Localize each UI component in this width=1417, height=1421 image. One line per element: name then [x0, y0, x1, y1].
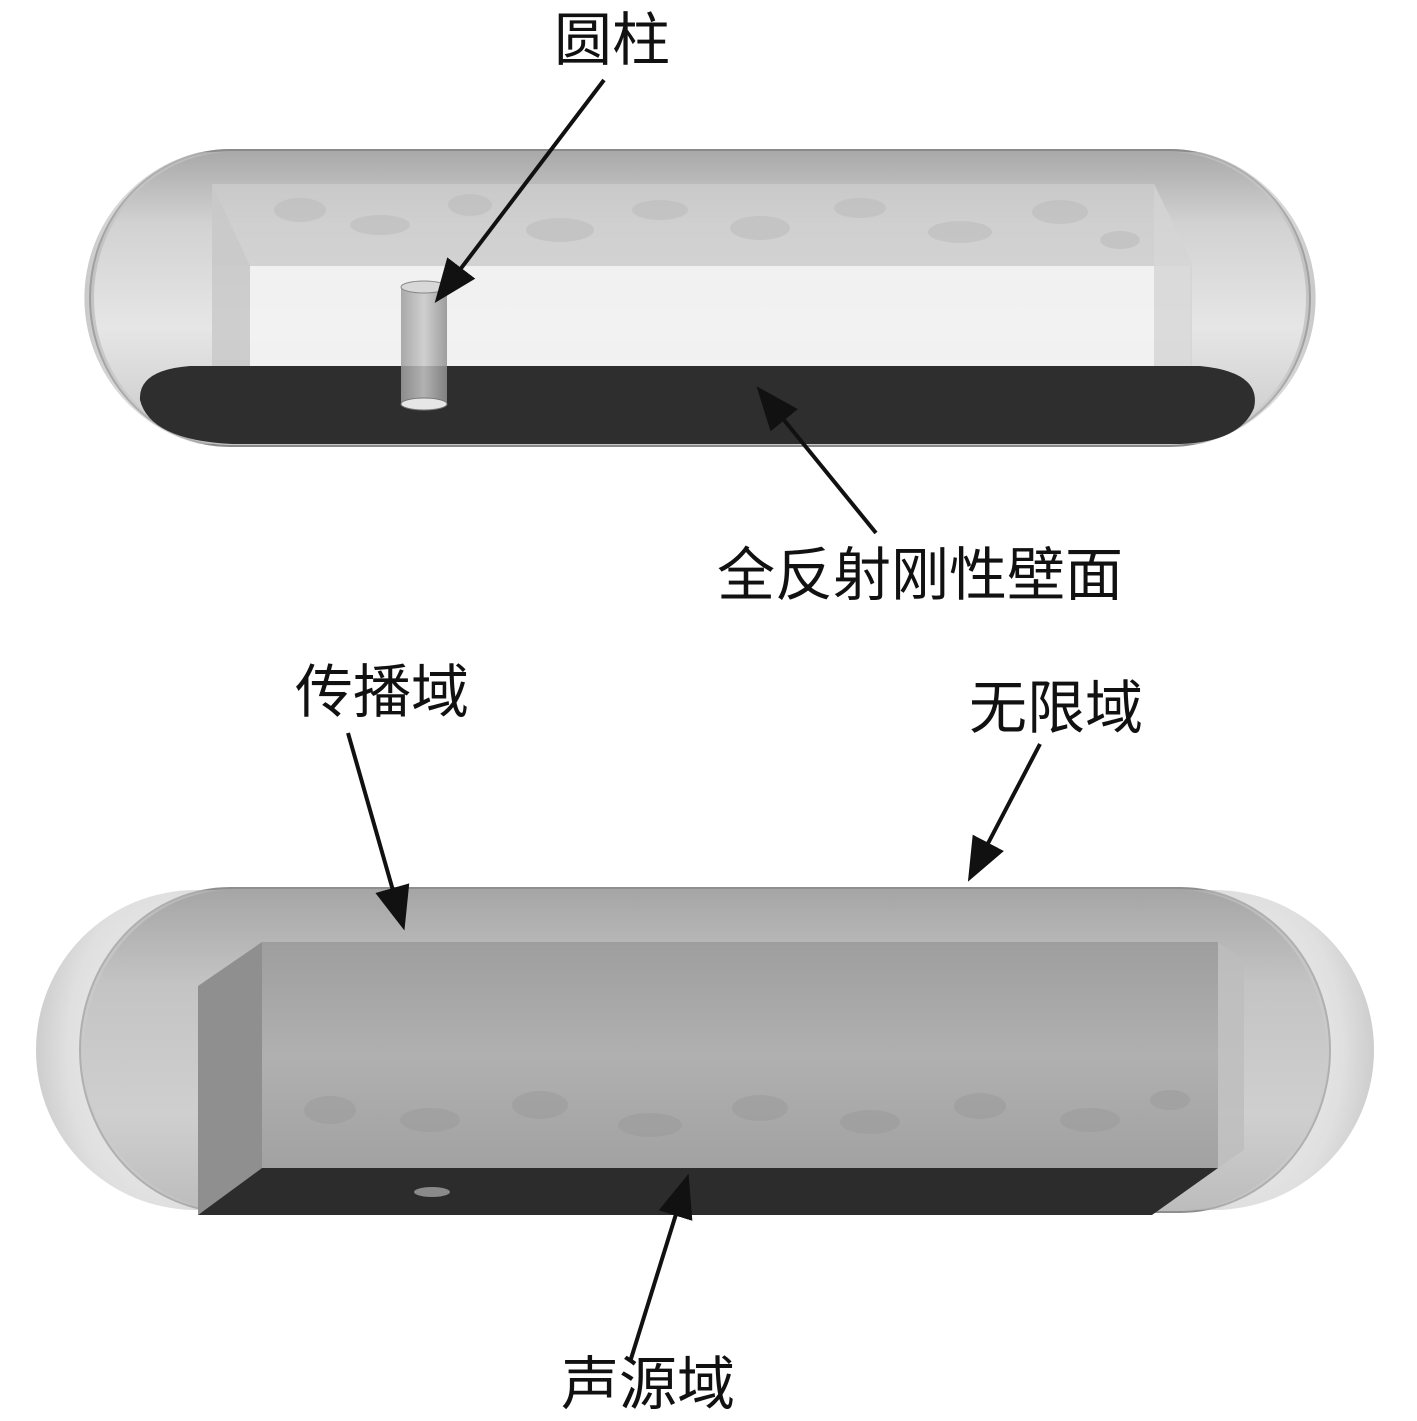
bottom-source-hole	[414, 1187, 450, 1197]
bottom-left-cap	[36, 890, 232, 1210]
arrow-cylinder	[434, 78, 606, 304]
bottom-model	[36, 887, 1374, 1215]
top-box-right-wall	[1154, 184, 1192, 400]
label-cylinder: 圆柱	[554, 6, 670, 74]
label-propagation-domain: 传播域	[295, 658, 469, 726]
arrow-propagation-domain	[346, 732, 410, 931]
top-box-inner	[250, 266, 1190, 366]
label-source-domain: 声源域	[561, 1350, 735, 1418]
bottom-right-cap	[1178, 890, 1374, 1210]
top-model	[84, 149, 1316, 447]
arrow-source-domain	[628, 1173, 693, 1363]
top-box-left-wall	[212, 184, 250, 420]
top-cylinder	[400, 280, 448, 411]
bottom-texture	[304, 1090, 1190, 1137]
bottom-source-domain-floor	[198, 1168, 1218, 1215]
top-rigid-wall-floor	[139, 366, 1255, 444]
bottom-box-front	[262, 942, 1218, 1168]
top-texture	[274, 194, 1140, 249]
label-rigid-wall: 全反射刚性壁面	[717, 541, 1123, 609]
bottom-box-right-face	[1218, 942, 1244, 1168]
bottom-box-left-face	[198, 942, 262, 1215]
label-infinite-domain: 无限域	[969, 674, 1143, 742]
arrow-infinite-domain	[967, 743, 1042, 882]
arrow-rigid-wall	[756, 386, 878, 535]
